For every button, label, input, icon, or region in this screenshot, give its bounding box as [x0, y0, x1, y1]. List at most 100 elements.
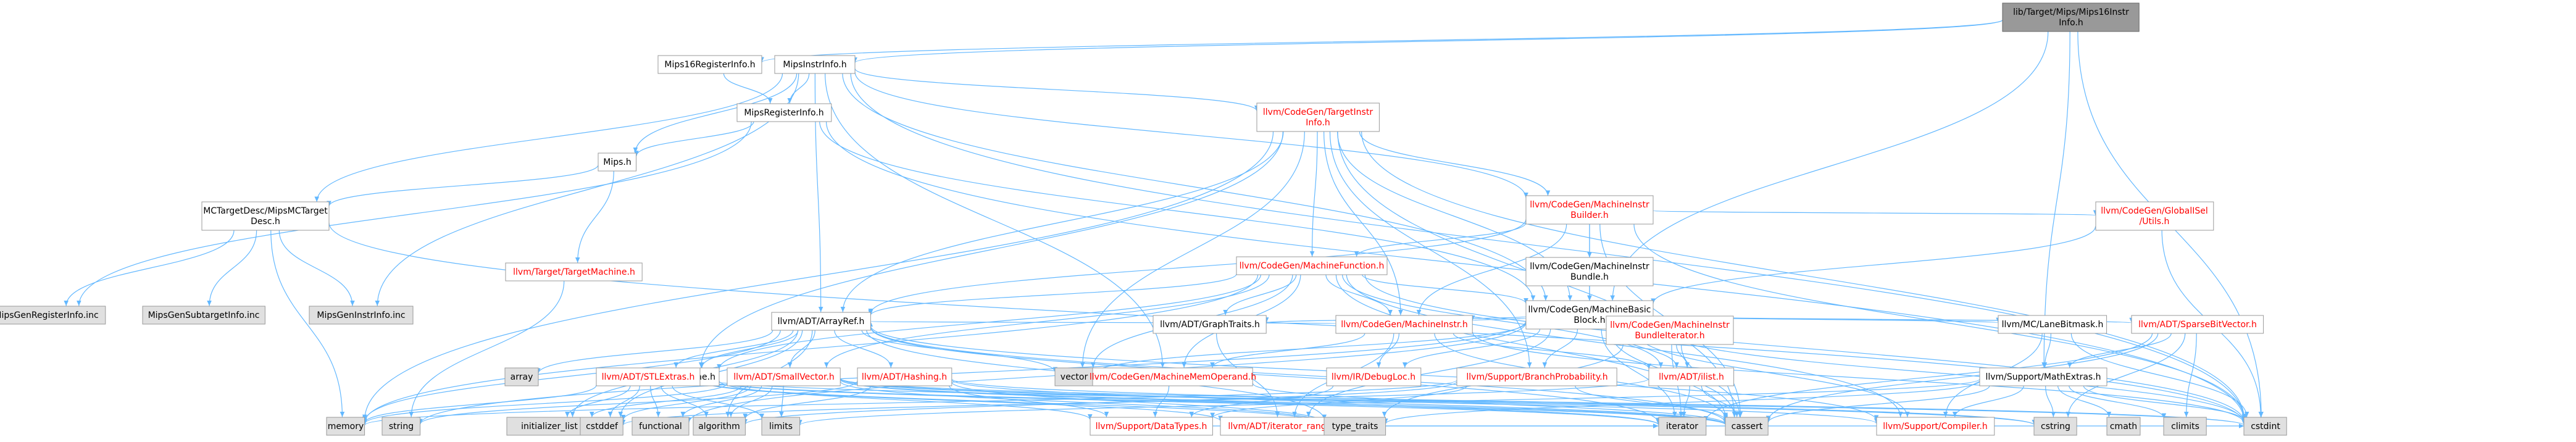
edge-stlextras-to-functional — [650, 385, 661, 417]
node-box — [1456, 367, 1617, 386]
edge-mbb-to-mi — [1470, 315, 1527, 322]
edge-mib-to-mi — [1416, 223, 1567, 315]
node-mibundleiter[interactable]: llvm/CodeGen/MachineInstrBundleIterator.… — [1606, 315, 1734, 345]
edge-mbb-to-iterator — [1601, 328, 1677, 417]
node-box — [309, 306, 414, 325]
node-lanebitmask[interactable]: llvm/MC/LaneBitmask.h — [1998, 315, 2107, 334]
edge-branchprob-to-datatypes — [1210, 385, 1468, 419]
node-mf[interactable]: llvm/CodeGen/MachineFunction.h — [1236, 256, 1388, 275]
edge-mf-to-mi — [1325, 274, 1393, 315]
edge-layer — [64, 19, 2264, 428]
edge-root-to-mipsinstr — [852, 19, 2003, 64]
edge-smallvector-to-cassert — [840, 379, 1728, 425]
edge-hashing-to-datatypes — [948, 385, 1109, 417]
edge-root-to-mbb — [1610, 31, 2049, 301]
node-box — [596, 367, 701, 386]
edge-tii-to-arrayref — [840, 131, 1284, 312]
node-geninstr: MipsGenInstrInfo.inc — [309, 306, 414, 325]
node-mmo[interactable]: llvm/CodeGen/MachineMemOperand.h — [1090, 367, 1256, 386]
edge-hashing-to-cstring — [951, 378, 2036, 426]
edge-smallvector-to-functional — [680, 385, 762, 417]
node-label: MipsGenSubtargetInfo.inc — [148, 311, 260, 320]
edge-mathextras-to-cstring — [2045, 385, 2056, 417]
node-label: Desc.h — [251, 217, 280, 227]
edge-arrayref-to-smallvector — [787, 330, 815, 368]
edge-mathextras-to-cstdint — [2083, 385, 2247, 422]
node-mathextras[interactable]: llvm/Support/MathExtras.h — [1979, 367, 2107, 386]
node-label: MipsGenInstrInfo.inc — [317, 311, 405, 320]
node-graphtraits[interactable]: llvm/ADT/GraphTraits.h — [1153, 315, 1267, 334]
node-box — [857, 367, 952, 386]
edge-mipsinstr-to-mcdesc — [314, 73, 783, 202]
node-label: llvm/CodeGen/MachineInstr — [1610, 320, 1730, 330]
node-label: llvm/ADT/ArrayRef.h — [778, 317, 865, 327]
edge-mbb-to-debugloc — [1402, 328, 1541, 368]
node-box — [1236, 256, 1388, 275]
node-box — [2163, 417, 2207, 436]
node-box — [1335, 315, 1473, 334]
node-targetmachine[interactable]: llvm/Target/TargetMachine.h — [505, 262, 643, 281]
node-box — [2106, 417, 2141, 436]
edge-arrayref-to-stlextras — [673, 330, 794, 368]
node-sparsebit[interactable]: llvm/ADT/SparseBitVector.h — [2131, 315, 2264, 334]
node-hashing[interactable]: llvm/ADT/Hashing.h — [857, 367, 952, 386]
node-label: llvm/CodeGen/MachineFunction.h — [1240, 261, 1385, 271]
node-mipsinstr[interactable]: MipsInstrInfo.h — [774, 55, 856, 74]
edge-tii-to-none — [698, 131, 1283, 368]
node-box — [761, 417, 801, 436]
edge-branchprob-to-memory — [362, 379, 1457, 426]
edge-mathextras-to-limits — [798, 378, 1980, 426]
node-box — [1256, 102, 1380, 132]
node-gisel[interactable]: llvm/CodeGen/GlobalISel/Utils.h — [2095, 201, 2214, 231]
edge-mib-to-mf — [1354, 222, 1527, 257]
node-smallvector[interactable]: llvm/ADT/SmallVector.h — [727, 367, 841, 386]
edge-sparsebit-to-climits — [2183, 333, 2197, 417]
node-box — [771, 312, 871, 331]
edge-mf-to-cstdint — [1364, 274, 2247, 423]
node-stlextras[interactable]: llvm/ADT/STLExtras.h — [596, 367, 701, 386]
node-mipsreg[interactable]: MipsRegisterInfo.h — [736, 103, 832, 122]
node-branchprob[interactable]: llvm/Support/BranchProbability.h — [1456, 367, 1617, 386]
node-cassert: cassert — [1725, 417, 1769, 436]
edge-root-to-mathextras — [2041, 31, 2070, 368]
edge-mipsinstr-to-mipsh — [633, 73, 798, 153]
node-box — [0, 306, 106, 325]
edge-stlextras-to-typetraits — [699, 380, 1327, 425]
node-compiler[interactable]: llvm/Support/Compiler.h — [1876, 417, 1995, 436]
node-label: algorithm — [698, 422, 740, 432]
node-label: functional — [639, 422, 682, 432]
edge-stlextras-to-cassert — [699, 378, 1728, 425]
node-label: llvm/Support/BranchProbability.h — [1466, 372, 1607, 382]
edge-mathextras-to-cmath — [2057, 385, 2112, 417]
node-ilist[interactable]: llvm/ADT/ilist.h — [1648, 367, 1735, 386]
node-mi[interactable]: llvm/CodeGen/MachineInstr.h — [1335, 315, 1473, 334]
edge-mcdesc-to-memory — [270, 230, 345, 417]
node-label: llvm/ADT/STLExtras.h — [602, 372, 695, 382]
edge-mi-to-ilist — [1453, 333, 1651, 369]
node-datatypes[interactable]: llvm/Support/DataTypes.h — [1090, 417, 1213, 436]
node-label: cassert — [1732, 422, 1763, 432]
edge-mathextras-to-typetraits — [1383, 380, 1980, 424]
node-box — [1153, 315, 1267, 334]
node-label: Mips16RegisterInfo.h — [664, 60, 755, 70]
edge-targetmachine-to-string — [409, 280, 565, 417]
edge-sparsebit-to-cstring — [2065, 333, 2186, 417]
node-box — [2033, 417, 2077, 436]
node-mipsh[interactable]: Mips.h — [598, 152, 637, 172]
node-cmath: cmath — [2106, 417, 2141, 436]
node-memory: memory — [326, 417, 365, 436]
node-box — [1876, 417, 1995, 436]
node-mips16reg[interactable]: Mips16RegisterInfo.h — [657, 55, 762, 74]
node-debugloc[interactable]: llvm/IR/DebugLoc.h — [1326, 367, 1422, 386]
node-label: llvm/CodeGen/MachineInstr.h — [1341, 320, 1468, 330]
edge-arrayref-to-array — [536, 330, 773, 374]
node-box — [504, 367, 539, 386]
node-box — [506, 417, 593, 436]
node-box — [2131, 315, 2264, 334]
node-arrayref[interactable]: llvm/ADT/ArrayRef.h — [771, 312, 871, 331]
node-functional: functional — [631, 417, 690, 436]
